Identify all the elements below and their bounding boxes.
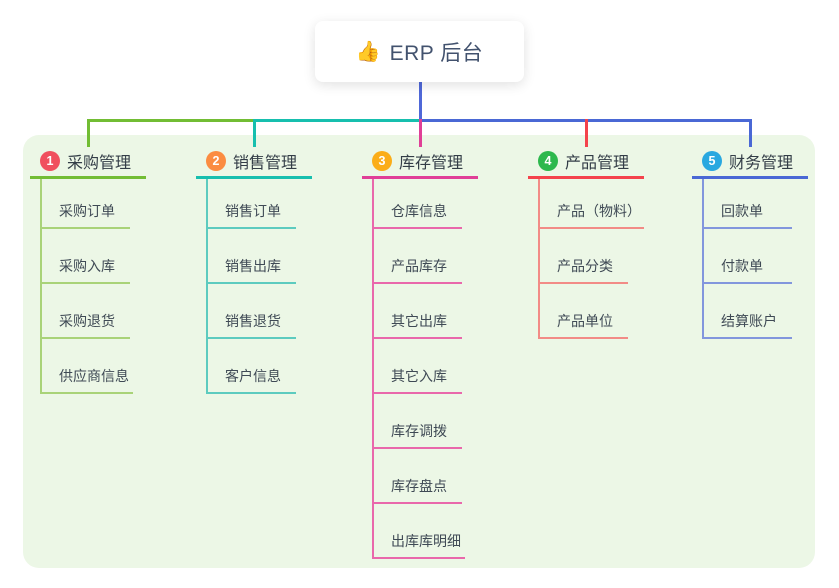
- branch-drop-line: [585, 119, 588, 147]
- branch-column: 4 产品管理 产品（物料） 产品分类 产品单位: [528, 146, 644, 339]
- child-node[interactable]: 采购订单: [42, 201, 130, 229]
- child-row: 销售退货: [208, 284, 312, 339]
- branch-number-badge: 1: [40, 151, 60, 171]
- branch-children: 仓库信息 产品库存 其它出库 其它入库 库存调拨 库存盘点 出库库明细: [372, 179, 478, 559]
- branch-drop-line: [419, 119, 422, 147]
- child-node[interactable]: 出库库明细: [374, 531, 465, 559]
- child-row: 客户信息: [208, 339, 312, 394]
- branch-drop-line: [253, 119, 256, 147]
- child-row: 采购订单: [42, 179, 146, 229]
- branch-background-panel: [23, 135, 815, 568]
- branch-column: 2 销售管理 销售订单 销售出库 销售退货 客户信息: [196, 146, 312, 394]
- child-node[interactable]: 其它出库: [374, 311, 462, 339]
- branch-children: 销售订单 销售出库 销售退货 客户信息: [206, 179, 312, 394]
- child-row: 供应商信息: [42, 339, 146, 394]
- branch-children: 回款单 付款单 结算账户: [702, 179, 808, 339]
- child-row: 销售订单: [208, 179, 312, 229]
- child-node[interactable]: 其它入库: [374, 366, 462, 394]
- child-row: 产品（物料）: [540, 179, 644, 229]
- branch-drop-line: [749, 119, 752, 147]
- child-node[interactable]: 库存调拨: [374, 421, 462, 449]
- branch-title: 采购管理: [67, 155, 132, 172]
- branch-title: 财务管理: [729, 155, 794, 172]
- root-connector-line: [419, 82, 422, 122]
- child-row: 其它入库: [374, 339, 478, 394]
- child-row: 库存盘点: [374, 449, 478, 504]
- child-node[interactable]: 供应商信息: [42, 366, 133, 394]
- child-row: 出库库明细: [374, 504, 478, 559]
- branch-head-node[interactable]: 5 财务管理: [692, 146, 808, 179]
- branch-column: 3 库存管理 仓库信息 产品库存 其它出库 其它入库 库存调拨 库存盘点 出库库…: [362, 146, 478, 559]
- child-node[interactable]: 结算账户: [704, 311, 792, 339]
- branch-title: 产品管理: [565, 155, 630, 172]
- branch-children: 采购订单 采购入库 采购退货 供应商信息: [40, 179, 146, 394]
- child-row: 产品单位: [540, 284, 644, 339]
- child-node[interactable]: 产品单位: [540, 311, 628, 339]
- branch-column: 1 采购管理 采购订单 采购入库 采购退货 供应商信息: [30, 146, 146, 394]
- thumbs-up-icon: 👍: [355, 40, 381, 63]
- branch-drop-line: [87, 119, 90, 147]
- branch-title: 库存管理: [399, 155, 464, 172]
- child-node[interactable]: 产品分类: [540, 256, 628, 284]
- child-row: 采购退货: [42, 284, 146, 339]
- branch-number-badge: 5: [702, 151, 722, 171]
- branch-number-badge: 4: [538, 151, 558, 171]
- bus-segment-teal: [253, 119, 421, 122]
- branch-head-node[interactable]: 2 销售管理: [196, 146, 312, 179]
- child-row: 回款单: [704, 179, 808, 229]
- child-row: 产品分类: [540, 229, 644, 284]
- child-node[interactable]: 销售出库: [208, 256, 296, 284]
- child-node[interactable]: 采购退货: [42, 311, 130, 339]
- bus-segment-green: [88, 119, 256, 122]
- child-row: 付款单: [704, 229, 808, 284]
- branch-title: 销售管理: [233, 155, 298, 172]
- child-node[interactable]: 产品（物料）: [540, 201, 644, 229]
- branch-children: 产品（物料） 产品分类 产品单位: [538, 179, 644, 339]
- root-node[interactable]: 👍 ERP 后台: [315, 21, 524, 82]
- child-row: 其它出库: [374, 284, 478, 339]
- branch-head-node[interactable]: 4 产品管理: [528, 146, 644, 179]
- branch-number-badge: 2: [206, 151, 226, 171]
- root-node-title: ERP 后台: [389, 41, 484, 65]
- branch-number-badge: 3: [372, 151, 392, 171]
- child-row: 仓库信息: [374, 179, 478, 229]
- child-node[interactable]: 产品库存: [374, 256, 462, 284]
- child-row: 采购入库: [42, 229, 146, 284]
- child-node[interactable]: 库存盘点: [374, 476, 462, 504]
- child-node[interactable]: 销售退货: [208, 311, 296, 339]
- child-node[interactable]: 采购入库: [42, 256, 130, 284]
- branch-column: 5 财务管理 回款单 付款单 结算账户: [692, 146, 808, 339]
- branch-head-node[interactable]: 3 库存管理: [362, 146, 478, 179]
- child-node[interactable]: 仓库信息: [374, 201, 462, 229]
- child-node[interactable]: 销售订单: [208, 201, 296, 229]
- child-node[interactable]: 回款单: [704, 201, 792, 229]
- child-row: 销售出库: [208, 229, 312, 284]
- child-row: 结算账户: [704, 284, 808, 339]
- child-node[interactable]: 付款单: [704, 256, 792, 284]
- child-row: 库存调拨: [374, 394, 478, 449]
- child-node[interactable]: 客户信息: [208, 366, 296, 394]
- child-row: 产品库存: [374, 229, 478, 284]
- branch-head-node[interactable]: 1 采购管理: [30, 146, 146, 179]
